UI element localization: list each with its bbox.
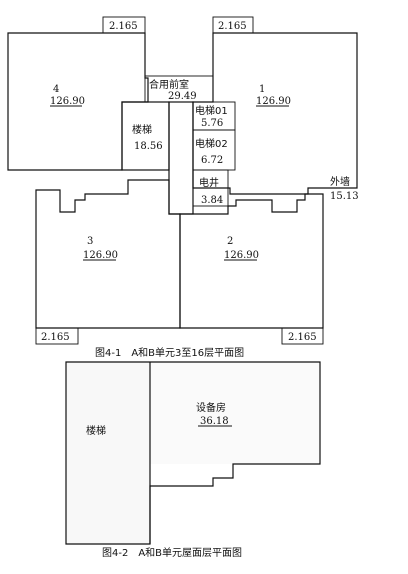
plan-1-caption: 图4-1 A和B单元3至16层平面图 [95,347,244,359]
elevator-02-label: 电梯02 [195,137,228,150]
unit-1-id: 1 [259,84,265,95]
balcony-bottom-left-area: 2.165 [41,332,70,343]
unit-2-area: 126.90 [224,250,259,261]
balcony-bottom-right-area: 2.165 [288,332,317,343]
electric-shaft [192,169,229,207]
plan-3-16-floors: 2.165 2.165 4 126.90 1 126.90 合用前室 29.49… [7,16,359,359]
shared-lobby-area: 29.49 [168,91,197,102]
balcony-top-left-area: 2.165 [109,21,138,32]
electric-shaft-area: 3.84 [201,195,223,206]
plan-2-caption: 图4-2 A和B单元屋面层平面图 [102,547,242,559]
elevator-02-area: 6.72 [201,155,223,166]
roof-stair-label: 楼梯 [86,424,106,437]
roof-outline [65,361,321,545]
equipment-room-area: 36.18 [200,416,229,427]
equipment-room-shade [150,362,320,464]
corridor-core [168,101,194,215]
unit-2-outline [179,193,324,329]
equipment-room-label: 设备房 [196,401,226,414]
balcony-top-right-area: 2.165 [218,21,247,32]
stair-room-shade [66,362,150,544]
unit-4-area: 126.90 [50,96,85,107]
unit-1-area: 126.90 [256,96,291,107]
unit-3-id: 3 [87,236,93,247]
outer-wall-label: 外墙 [330,175,350,188]
stair-core [121,101,170,171]
unit-2-id: 2 [227,236,233,247]
unit-4-id: 4 [53,84,59,95]
balcony-bottom-right [281,327,324,345]
stair-label: 楼梯 [132,123,152,136]
balcony-bottom-left [35,327,79,345]
outer-wall-area: 15.13 [330,191,359,202]
elevator-01-area: 5.76 [201,118,223,129]
electric-shaft-label: 电井 [199,176,219,189]
unit-3-area: 126.90 [83,250,118,261]
plan-roof-level: 楼梯 设备房 36.18 图4-2 A和B单元屋面层平面图 [65,361,321,559]
stair-area: 18.56 [134,141,163,152]
elevator-01-label: 电梯01 [195,104,228,117]
shared-lobby-label: 合用前室 [149,78,189,91]
